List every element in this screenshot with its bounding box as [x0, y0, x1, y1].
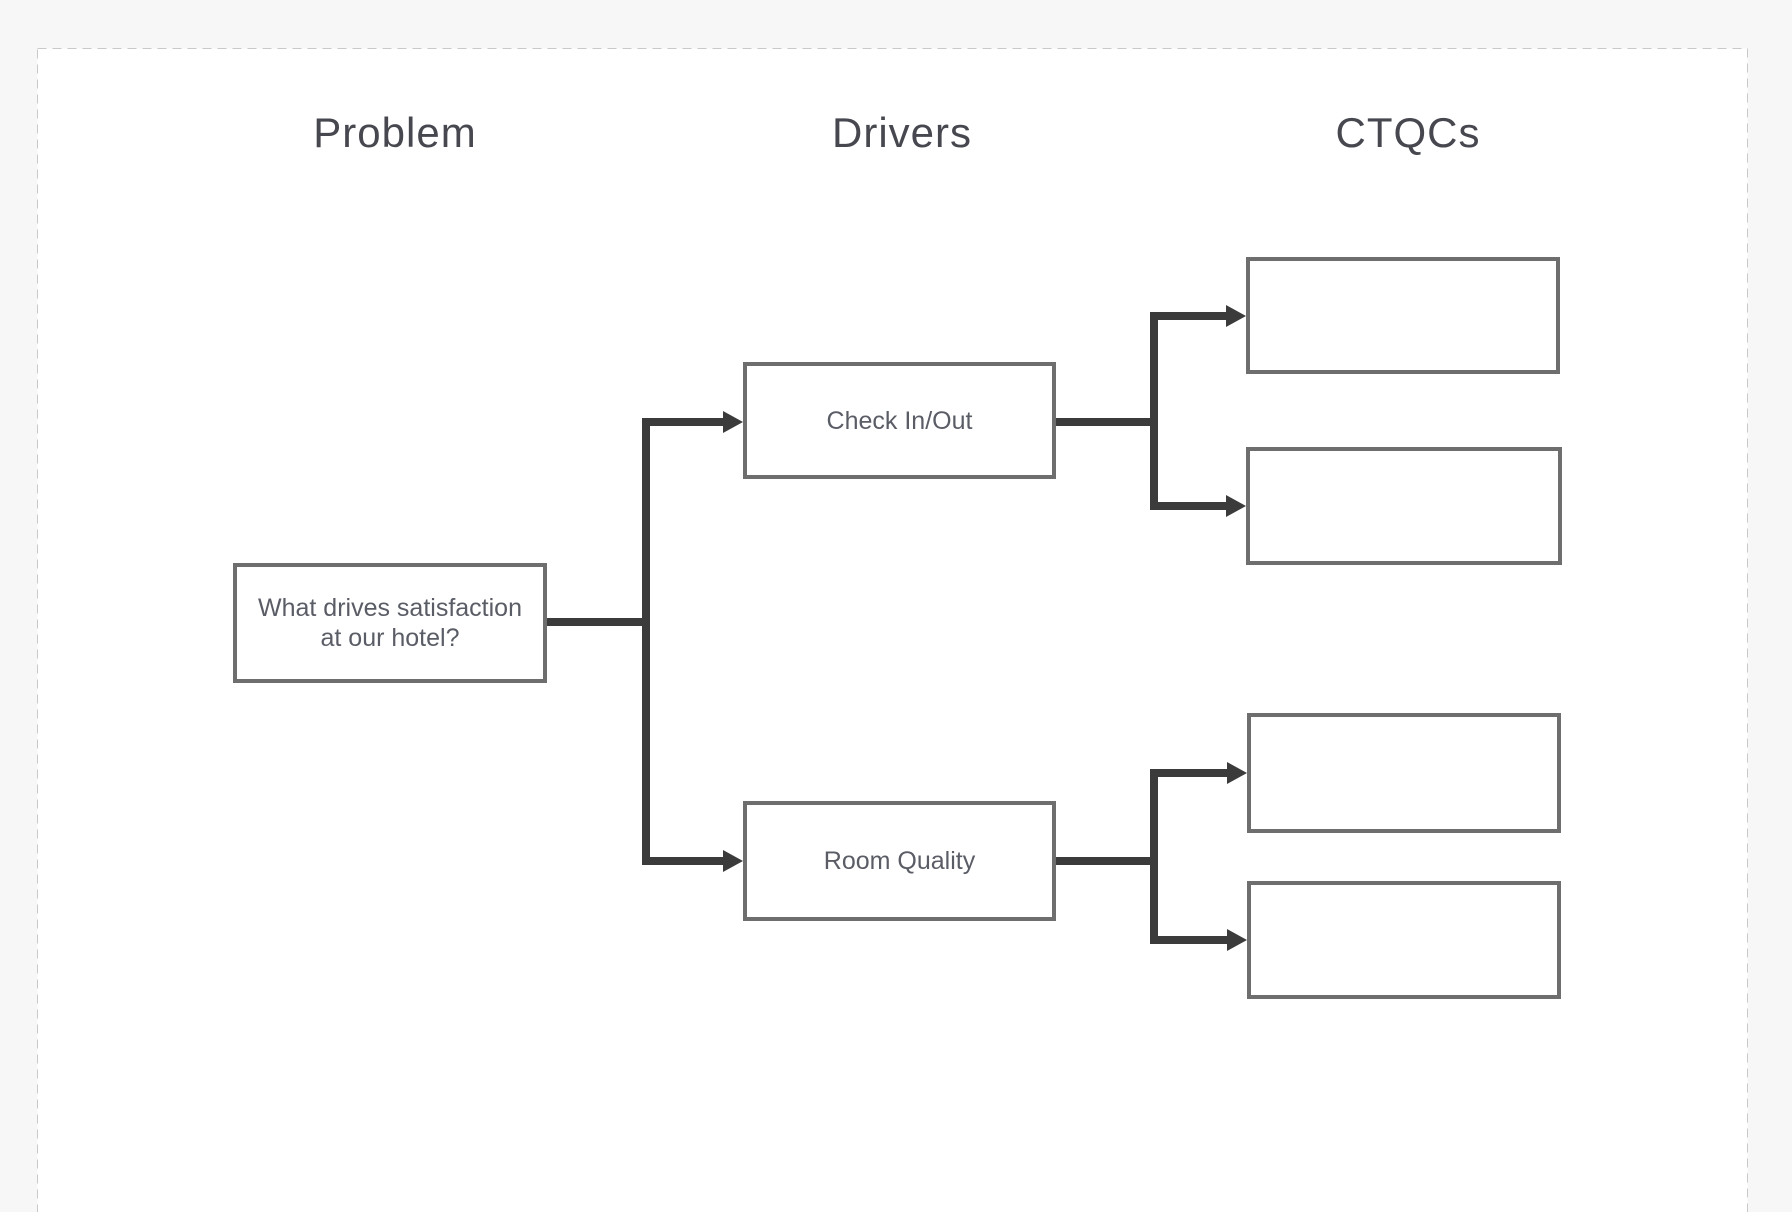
connector-segment	[1150, 769, 1158, 944]
connector-arrowhead	[1227, 929, 1247, 951]
ctqc-node-2[interactable]	[1246, 447, 1562, 565]
connector-segment	[1150, 502, 1226, 510]
problem-node[interactable]: What drives satisfaction at our hotel?	[233, 563, 547, 683]
connector-segment	[1150, 769, 1227, 777]
problem-node-label: What drives satisfaction at our hotel?	[258, 594, 522, 652]
connector-segment	[642, 418, 650, 865]
connector-arrowhead	[1226, 495, 1246, 517]
connector-segment	[547, 618, 650, 626]
driver-node-check-in-out[interactable]: Check In/Out	[743, 362, 1056, 479]
ctqc-node-4[interactable]	[1247, 881, 1561, 999]
connector-segment	[642, 857, 723, 865]
driver-node-label: Room Quality	[823, 847, 976, 875]
connector-arrowhead	[1227, 762, 1247, 784]
connector-arrowhead	[723, 850, 743, 872]
ctqc-node-3[interactable]	[1247, 713, 1561, 833]
column-header-problem: Problem	[313, 109, 477, 156]
connector-segment	[1056, 418, 1158, 426]
ctqc-node-1[interactable]	[1246, 257, 1560, 374]
column-header-ctqcs: CTQCs	[1335, 109, 1481, 156]
connector-segment	[1150, 936, 1227, 944]
driver-node-label: Check In/Out	[826, 406, 973, 435]
connector-segment	[642, 418, 723, 426]
connector-arrowhead	[1226, 305, 1246, 327]
connector-arrowhead	[723, 411, 743, 433]
driver-node-room-quality[interactable]: Room Quality	[743, 801, 1056, 921]
connector-segment	[1056, 857, 1158, 865]
column-header-drivers: Drivers	[832, 109, 972, 156]
connector-segment	[1150, 312, 1226, 320]
connector-segment	[1150, 312, 1158, 510]
